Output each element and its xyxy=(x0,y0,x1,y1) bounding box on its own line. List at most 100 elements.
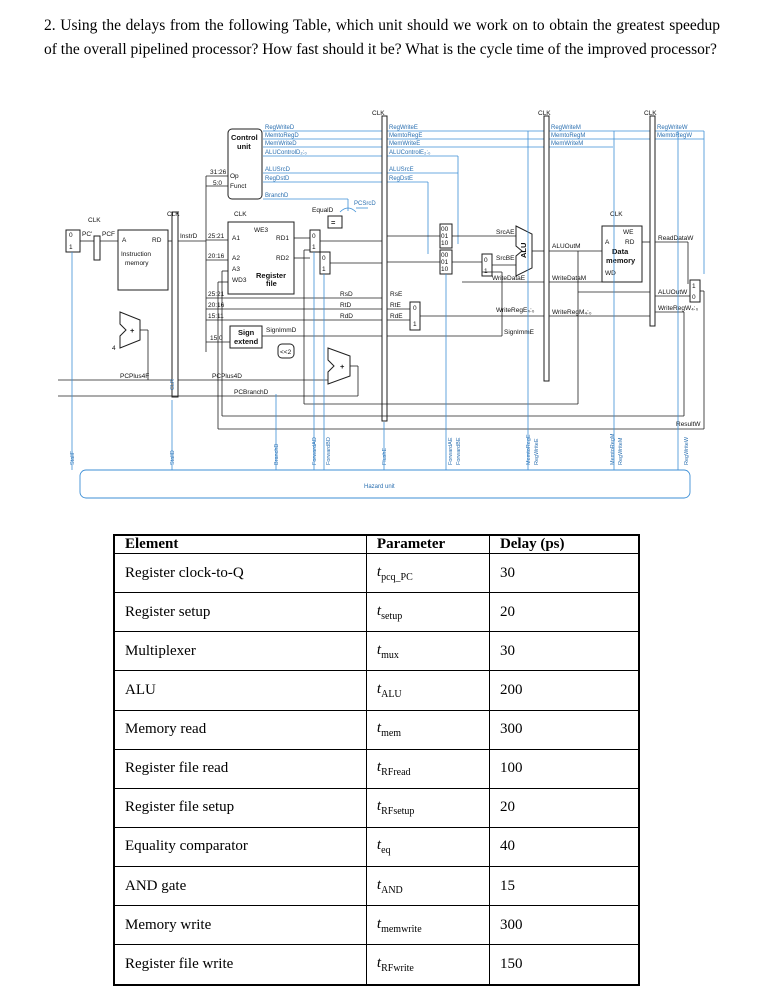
svg-text:BranchD: BranchD xyxy=(274,444,280,465)
im-a-port: A xyxy=(122,237,127,244)
constant-four: 4 xyxy=(112,345,116,352)
delay-table: Element Parameter Delay (ps) Register cl… xyxy=(113,534,640,986)
rse-label: RsE xyxy=(390,291,403,298)
question-text: 2. Using the delays from the following T… xyxy=(44,17,720,58)
svg-text:ALUControlE₂:₀: ALUControlE₂:₀ xyxy=(389,150,431,156)
pcplus4f-label: PCPlus4F xyxy=(120,373,149,380)
svg-text:MemtoRegD: MemtoRegD xyxy=(265,133,299,139)
svg-text:MemtoRegM: MemtoRegM xyxy=(551,133,585,139)
dm-rd: RD xyxy=(625,239,635,246)
dm-name2: memory xyxy=(606,256,636,265)
svg-text:MemWriteD: MemWriteD xyxy=(265,141,297,147)
equality-symbol: = xyxy=(331,218,336,227)
control-op: Op xyxy=(230,173,239,180)
element-cell: Register file write xyxy=(113,944,367,986)
parameter-cell: teq xyxy=(365,826,490,868)
svg-text:RegDstE: RegDstE xyxy=(389,176,413,182)
table-header-row: Element Parameter Delay (ps) xyxy=(113,534,640,554)
equality-comparator xyxy=(327,215,343,229)
regdst-mux-0: 0 xyxy=(413,305,417,312)
parameter-symbol: t xyxy=(376,837,382,854)
sign-extend-label2: extend xyxy=(234,337,259,346)
forwardbe-mux-00: 00 xyxy=(441,252,449,259)
svg-text:ForwardAE: ForwardAE xyxy=(448,437,454,465)
dm-wd: WD xyxy=(605,270,616,277)
sign-extend xyxy=(229,325,263,349)
branch-adder xyxy=(327,347,351,385)
svg-text:MemtoRegW: MemtoRegW xyxy=(657,133,692,139)
parameter-symbol: t xyxy=(376,563,382,580)
hazard-signal-wires xyxy=(71,131,679,470)
bits-20-16: 20:16 xyxy=(208,253,225,260)
pc-plus4-adder xyxy=(119,311,141,349)
data-memory xyxy=(601,225,643,283)
memtoreg-mux-0: 0 xyxy=(692,294,696,301)
signimme-label: SignImmE xyxy=(504,329,535,336)
clk-label-w: CLK xyxy=(644,110,657,117)
rte-label: RtE xyxy=(390,302,402,309)
rsd-label: RsD xyxy=(340,291,353,298)
element-cell: Multiplexer xyxy=(113,631,367,672)
parameter-cell: tALU xyxy=(365,670,490,711)
dm-a: A xyxy=(605,239,610,246)
readdataw-label: ReadDataW xyxy=(658,235,694,242)
parameter-cell: tRFsetup xyxy=(365,787,490,828)
alu-label: ALU xyxy=(519,243,528,258)
parameter-symbol: t xyxy=(376,876,382,893)
parameter-subscript: mux xyxy=(381,649,399,661)
parameter-cell: tRFwrite xyxy=(365,944,490,986)
svg-text:RegWriteM: RegWriteM xyxy=(618,437,624,465)
parameter-symbol: t xyxy=(376,759,382,776)
aluoutw-label: ALUOutW xyxy=(658,289,688,296)
header-delay: Delay (ps) xyxy=(488,534,640,554)
svg-text:FlushE: FlushE xyxy=(382,448,388,465)
control-signal-wires xyxy=(263,130,705,274)
element-cell: Equality comparator xyxy=(113,826,367,868)
parameter-symbol: t xyxy=(376,915,382,932)
clk-label-e: CLK xyxy=(372,110,385,117)
delay-cell: 20 xyxy=(488,787,640,828)
srcae-label: SrcAE xyxy=(496,229,515,236)
control-funct: Funct xyxy=(230,183,246,190)
forwardae-mux-01: 01 xyxy=(441,233,449,240)
svg-text:BranchD: BranchD xyxy=(265,193,289,199)
delay-cell: 300 xyxy=(488,709,640,750)
parameter-cell: tAND xyxy=(365,865,490,907)
control-w-labels: RegWriteW MemtoRegW xyxy=(657,125,692,139)
header-parameter: Parameter xyxy=(365,534,490,554)
pcbranchd-label: PCBranchD xyxy=(234,389,269,396)
svg-text:StallD: StallD xyxy=(170,450,176,465)
alusrc-mux-0: 0 xyxy=(484,257,488,264)
rdd-label: RdD xyxy=(340,313,353,320)
svg-text:MemWriteE: MemWriteE xyxy=(389,141,420,147)
pc-adder-plus: + xyxy=(130,326,135,335)
delay-cell: 200 xyxy=(488,670,640,711)
svg-text:RegWriteM: RegWriteM xyxy=(551,125,581,131)
clk-label-rf: CLK xyxy=(234,211,247,218)
im-rd-port: RD xyxy=(152,237,162,244)
element-cell: Register file read xyxy=(113,748,367,789)
rf-a3: A3 xyxy=(232,266,240,273)
forwardad-mux-1: 1 xyxy=(312,244,316,251)
svg-text:MemtoRegE: MemtoRegE xyxy=(389,133,422,139)
parameter-subscript: pcq_PC xyxy=(381,571,413,583)
shift-left-2 xyxy=(277,343,295,359)
parameter-subscript: RFwrite xyxy=(381,963,414,975)
dm-we: WE xyxy=(623,229,634,236)
parameter-cell: tmemwrite xyxy=(365,905,490,946)
rf-a2: A2 xyxy=(232,255,240,262)
element-cell: ALU xyxy=(113,670,367,711)
element-cell: Memory read xyxy=(113,709,367,750)
rf-rd1: RD1 xyxy=(276,235,289,242)
parameter-subscript: AND xyxy=(381,884,403,896)
pcsrcd-label: PCSrcD xyxy=(354,201,376,207)
pcf-label: PCF xyxy=(102,231,115,238)
svg-text:MemWriteM: MemWriteM xyxy=(551,141,583,147)
parameter-cell: tmux xyxy=(365,631,490,672)
